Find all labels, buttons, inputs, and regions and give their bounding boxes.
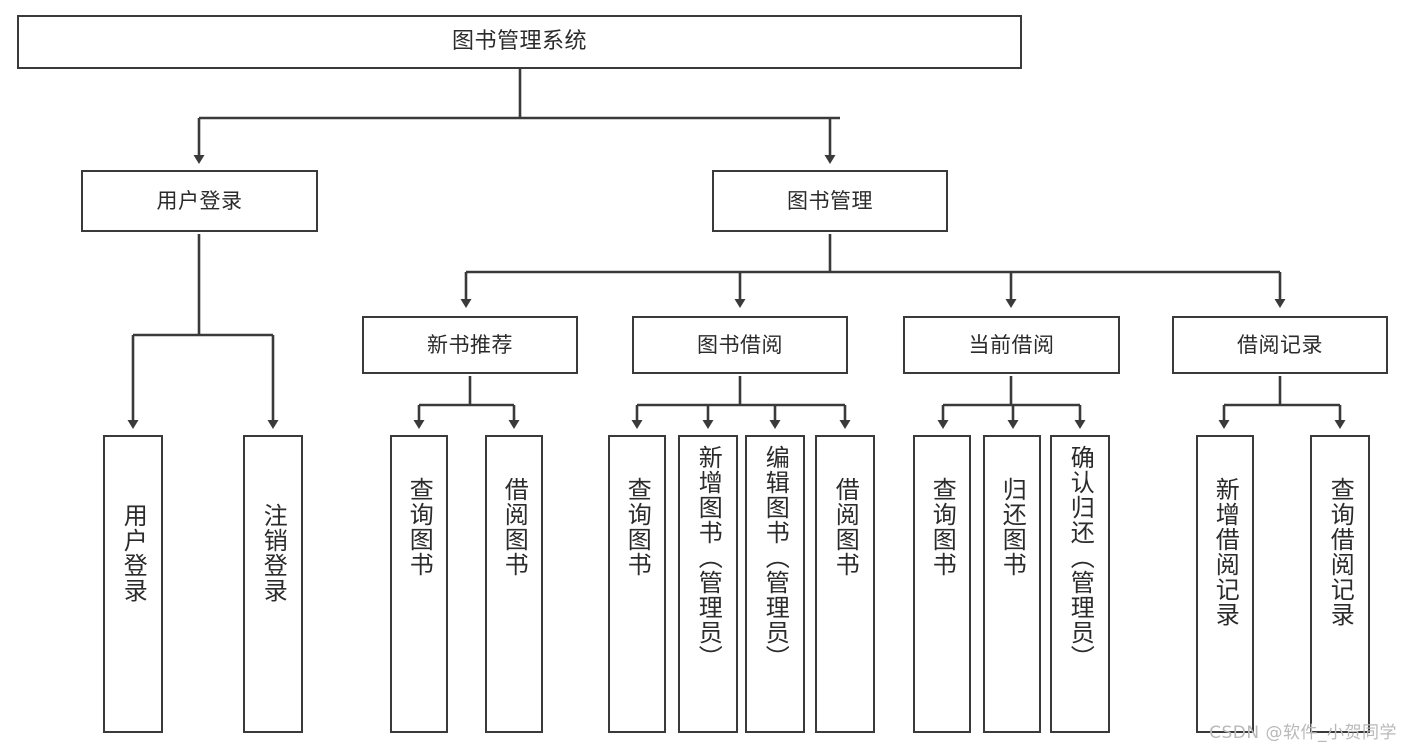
leaf-query-book-current[interactable]: 查询图书: [913, 435, 971, 733]
node-label: 图书管理: [787, 188, 873, 213]
leaf-edit-book-admin[interactable]: 编辑图书（管理员）: [745, 435, 805, 733]
leaf-add-borrow-record[interactable]: 新增借阅记录: [1196, 435, 1254, 733]
leaf-confirm-return-admin[interactable]: 确认归还（管理员）: [1050, 435, 1110, 733]
leaf-add-book-admin[interactable]: 新增图书（管理员）: [678, 435, 738, 733]
node-borrowing-record[interactable]: 借阅记录: [1172, 316, 1388, 374]
node-label: 新书推荐: [427, 332, 513, 357]
leaf-user-login[interactable]: 用户登录: [103, 435, 163, 733]
node-label: 查询图书: [623, 477, 652, 577]
leaf-query-book-borrow[interactable]: 查询图书: [608, 435, 666, 733]
node-root-book-management-system[interactable]: 图书管理系统: [17, 15, 1022, 69]
node-current-borrowing[interactable]: 当前借阅: [903, 316, 1120, 374]
leaf-query-borrow-record[interactable]: 查询借阅记录: [1310, 435, 1370, 733]
node-label: 用户登录: [119, 503, 148, 603]
node-label: 当前借阅: [968, 332, 1055, 357]
node-label: 新增借阅记录: [1211, 477, 1240, 627]
leaf-logout-login[interactable]: 注销登录: [243, 435, 303, 733]
node-label: 归还图书: [998, 477, 1027, 577]
node-label: 借阅图书: [500, 477, 529, 577]
node-label: 新增图书（管理员）: [694, 445, 723, 670]
node-label: 图书借阅: [697, 332, 783, 357]
leaf-borrow-book-recommend[interactable]: 借阅图书: [485, 435, 543, 733]
node-book-borrowing[interactable]: 图书借阅: [632, 316, 848, 374]
node-label: 用户登录: [156, 188, 243, 213]
node-label: 编辑图书（管理员）: [761, 445, 790, 670]
node-label: 查询借阅记录: [1326, 477, 1355, 627]
node-label: 查询图书: [928, 477, 957, 577]
node-label: 确认归还（管理员）: [1066, 445, 1095, 670]
leaf-borrow-book[interactable]: 借阅图书: [815, 435, 875, 733]
node-label: 借阅记录: [1237, 332, 1323, 357]
node-label: 借阅图书: [831, 477, 860, 577]
csdn-watermark: CSDN @软件_小贺同学: [1209, 723, 1397, 743]
node-user-login[interactable]: 用户登录: [81, 170, 318, 232]
node-label: 图书管理系统: [451, 29, 587, 55]
node-book-management[interactable]: 图书管理: [712, 170, 948, 232]
node-label: 查询图书: [405, 477, 434, 577]
node-new-book-recommendation[interactable]: 新书推荐: [362, 316, 578, 374]
node-label: 注销登录: [259, 503, 288, 603]
leaf-query-book-recommend[interactable]: 查询图书: [390, 435, 448, 733]
leaf-return-book[interactable]: 归还图书: [983, 435, 1041, 733]
